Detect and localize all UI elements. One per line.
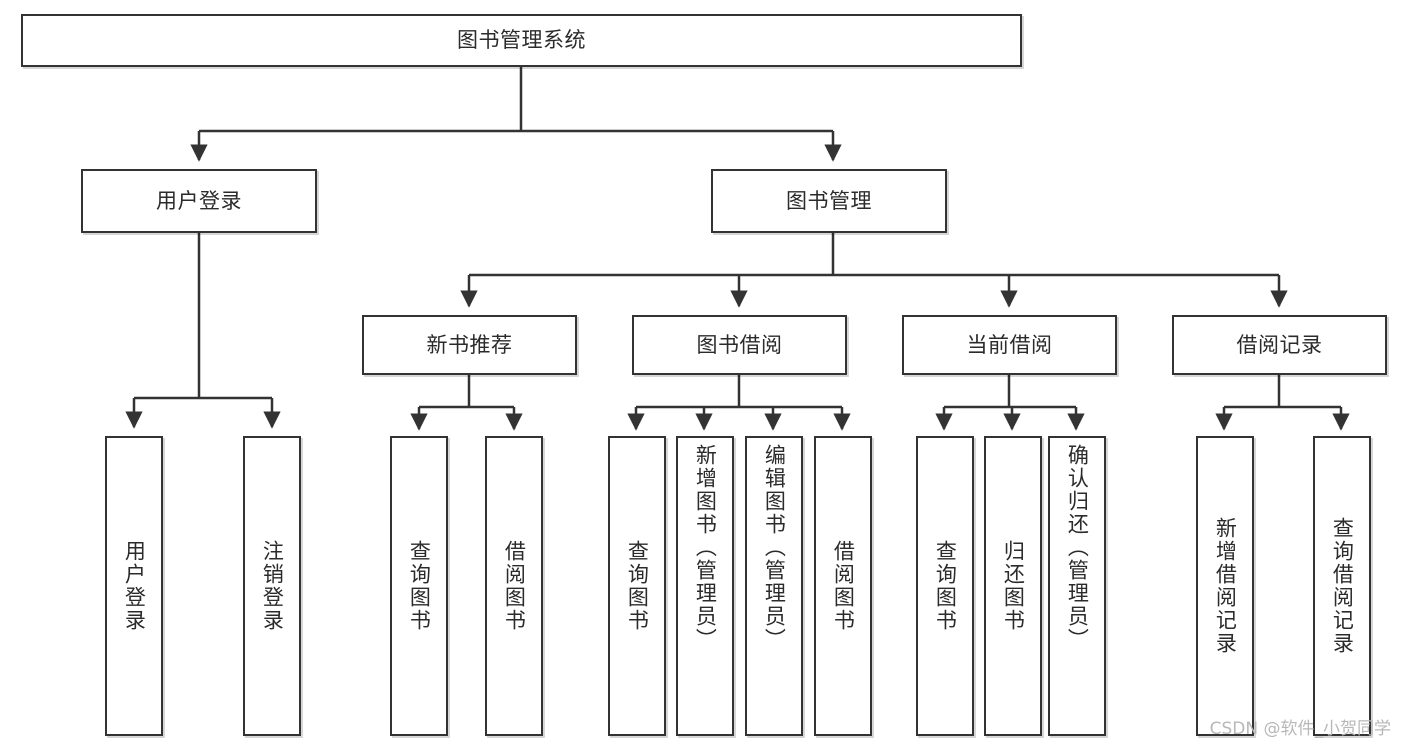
- leaf-confirm-return-admin[interactable]: 确认归还（管理员）: [1048, 436, 1106, 736]
- node-label: 注销登录: [260, 540, 285, 632]
- leaf-query-book-recommend[interactable]: 查询图书: [390, 436, 448, 736]
- node-label: 查询图书: [625, 540, 650, 632]
- node-label: 借阅记录: [1236, 332, 1323, 357]
- node-label: 查询图书: [933, 540, 958, 632]
- node-label: 编辑图书（管理员）: [762, 444, 787, 651]
- node-borrow-records[interactable]: 借阅记录: [1172, 315, 1387, 375]
- node-label: 图书借阅: [696, 332, 783, 357]
- node-current-borrow[interactable]: 当前借阅: [902, 315, 1117, 375]
- node-label: 归还图书: [1001, 540, 1026, 632]
- leaf-borrow-book-recommend[interactable]: 借阅图书: [485, 436, 543, 736]
- node-label: 新增图书（管理员）: [693, 444, 718, 651]
- node-label: 图书管理系统: [457, 28, 586, 53]
- node-label: 图书管理: [786, 188, 872, 213]
- leaf-return-book[interactable]: 归还图书: [984, 436, 1042, 736]
- node-label: 借阅图书: [831, 540, 856, 632]
- node-label: 用户登录: [122, 540, 147, 632]
- leaf-query-book-current[interactable]: 查询图书: [916, 436, 974, 736]
- leaf-add-borrow-record[interactable]: 新增借阅记录: [1196, 436, 1254, 736]
- leaf-user-login[interactable]: 用户登录: [105, 436, 163, 736]
- node-label: 新书推荐: [426, 332, 513, 357]
- leaf-query-book-borrow[interactable]: 查询图书: [608, 436, 666, 736]
- node-root[interactable]: 图书管理系统: [21, 14, 1022, 67]
- node-new-book-recommend[interactable]: 新书推荐: [362, 315, 577, 375]
- leaf-borrow-book[interactable]: 借阅图书: [814, 436, 872, 736]
- node-label: 借阅图书: [502, 540, 527, 632]
- node-label: 确认归还（管理员）: [1065, 444, 1090, 651]
- node-book-borrow[interactable]: 图书借阅: [632, 315, 847, 375]
- leaf-query-borrow-record[interactable]: 查询借阅记录: [1313, 436, 1371, 736]
- leaf-logout[interactable]: 注销登录: [243, 436, 301, 736]
- node-label: 查询借阅记录: [1330, 517, 1355, 655]
- node-book-management[interactable]: 图书管理: [711, 169, 947, 233]
- node-label: 新增借阅记录: [1213, 517, 1238, 655]
- leaf-add-book-admin[interactable]: 新增图书（管理员）: [676, 436, 734, 736]
- leaf-edit-book-admin[interactable]: 编辑图书（管理员）: [745, 436, 803, 736]
- node-label: 查询图书: [407, 540, 432, 632]
- node-user-login[interactable]: 用户登录: [81, 169, 317, 233]
- node-label: 用户登录: [156, 188, 242, 213]
- node-label: 当前借阅: [966, 332, 1053, 357]
